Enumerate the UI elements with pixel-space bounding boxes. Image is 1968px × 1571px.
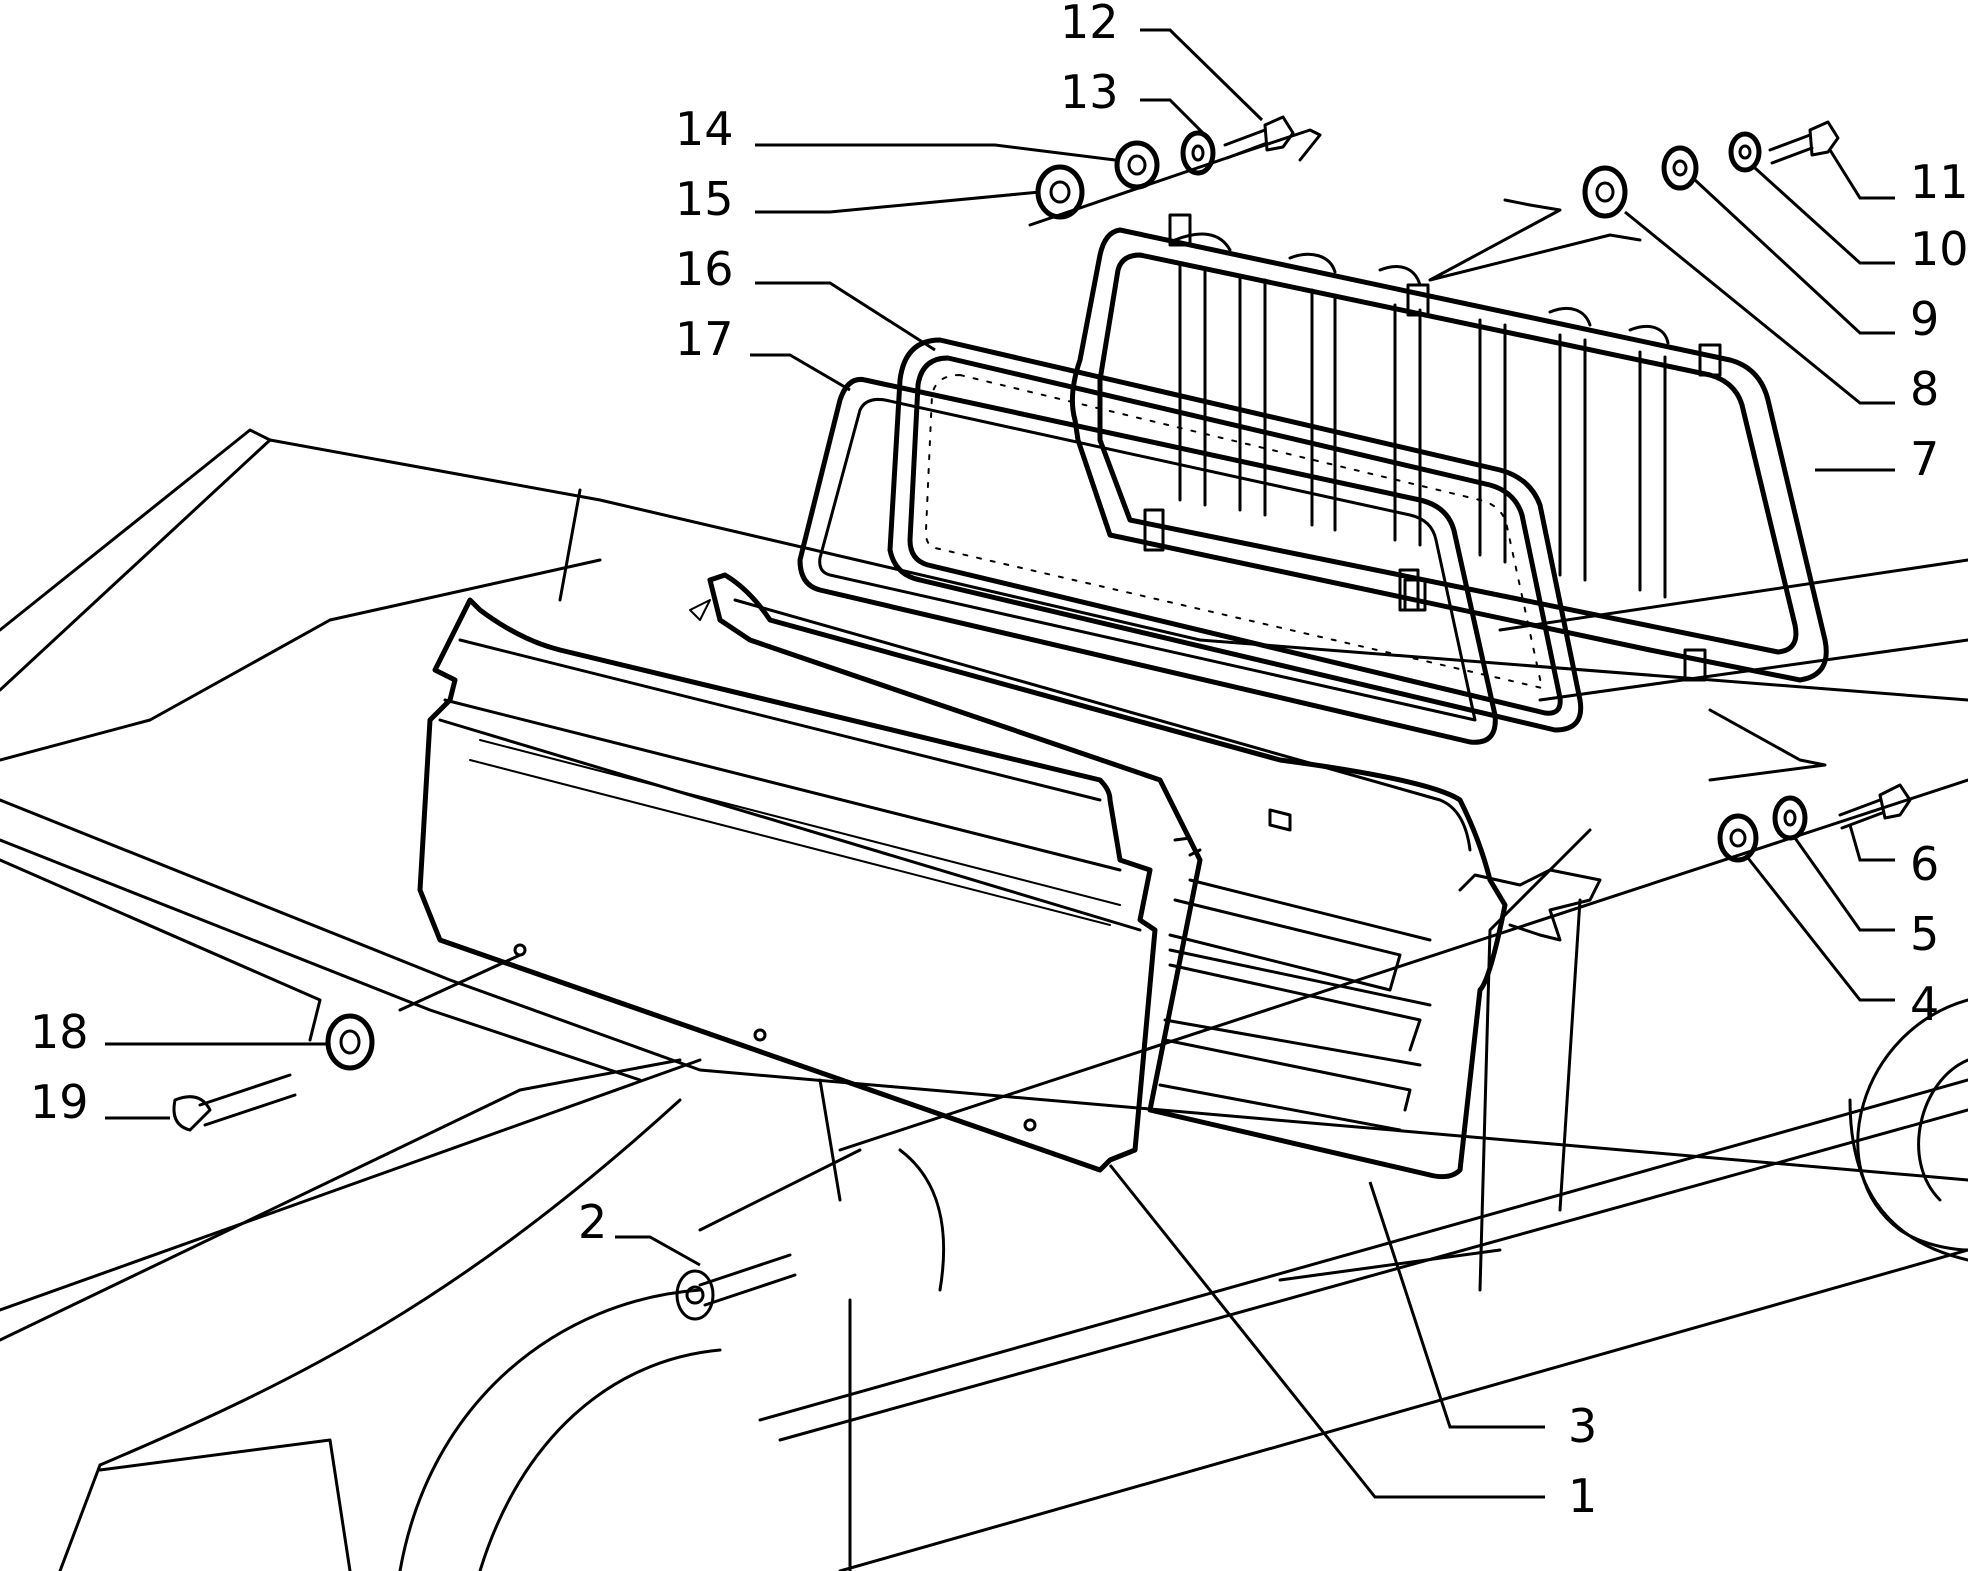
part-6-screw <box>1838 783 1912 830</box>
part-18-washer <box>325 1013 375 1071</box>
callout-15: 15 <box>675 172 734 226</box>
callout-2: 2 <box>578 1195 607 1249</box>
part-13-lock-washer <box>1180 130 1216 176</box>
callout-19: 19 <box>30 1075 89 1129</box>
assembly-guides <box>398 128 1827 1012</box>
callout-11: 11 <box>1910 155 1968 209</box>
part-2-screw <box>675 1253 797 1321</box>
callout-5: 5 <box>1910 907 1939 961</box>
callout-3: 3 <box>1568 1399 1597 1453</box>
callout-17: 17 <box>675 312 734 366</box>
part-1-front-panel <box>417 597 1158 1173</box>
part-16-seal <box>887 337 1584 733</box>
part-8-washer <box>1582 165 1628 219</box>
part-5-lock-washer <box>1772 795 1808 841</box>
callout-labels: 12 13 14 15 16 17 11 10 9 8 7 6 5 4 18 1… <box>30 0 1968 1523</box>
callout-6: 6 <box>1910 837 1939 891</box>
callout-14: 14 <box>675 102 734 156</box>
callout-9: 9 <box>1910 292 1939 346</box>
callout-12: 12 <box>1060 0 1119 49</box>
part-19-screw <box>172 1073 297 1132</box>
part-17-glass <box>797 376 1498 745</box>
car-body <box>0 428 1968 1571</box>
part-14-washer <box>1114 140 1160 190</box>
callout-16: 16 <box>675 242 734 296</box>
callout-8: 8 <box>1910 362 1939 416</box>
callout-18: 18 <box>30 1005 89 1059</box>
part-9-washer <box>1661 145 1699 191</box>
part-3-back-panel <box>689 572 1602 1180</box>
callout-13: 13 <box>1060 65 1119 119</box>
part-4-washer <box>1717 813 1759 863</box>
callout-1: 1 <box>1568 1469 1597 1523</box>
callout-4: 4 <box>1910 977 1939 1031</box>
leader-lines <box>105 28 1895 1499</box>
callout-7: 7 <box>1910 432 1939 486</box>
part-7-window-frame <box>1069 213 1829 683</box>
part-10-lock-washer <box>1728 131 1762 173</box>
part-11-screw <box>1768 120 1840 165</box>
callout-10: 10 <box>1910 222 1968 276</box>
